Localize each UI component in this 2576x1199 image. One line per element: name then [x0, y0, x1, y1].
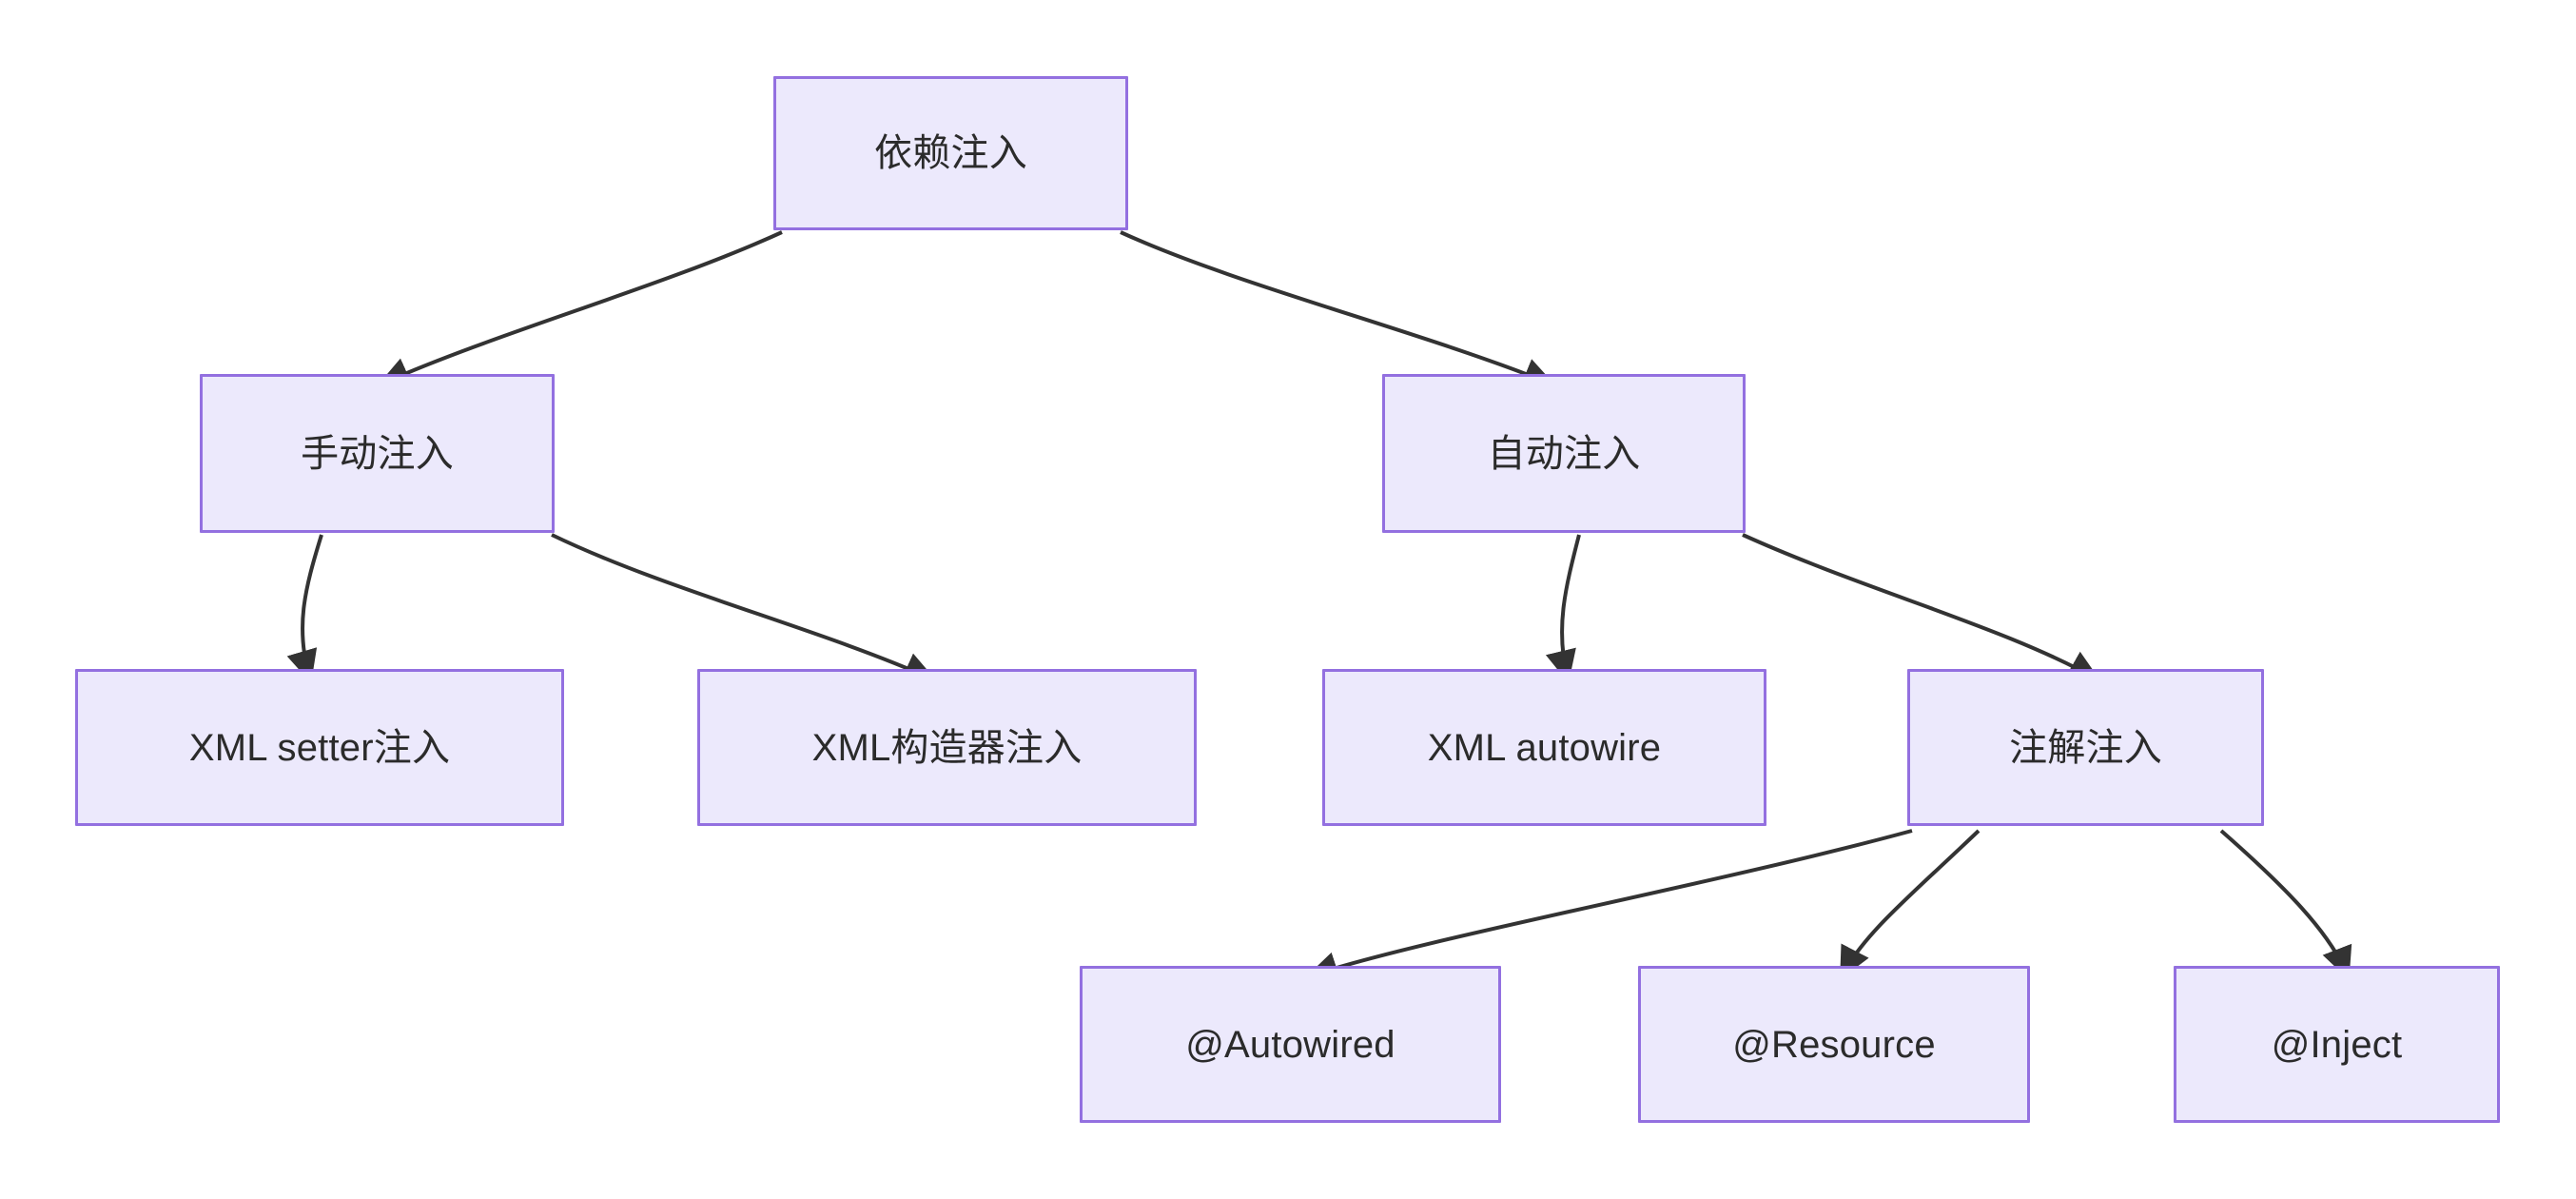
- flow-node-inject[interactable]: @Inject: [2174, 966, 2500, 1123]
- flow-edge-auto-to-annot: [1742, 533, 2101, 681]
- flow-node-label-xmlsetter: XML setter注入: [188, 726, 451, 769]
- flow-node-auto[interactable]: 自动注入: [1382, 374, 1746, 533]
- flow-edge-manual-to-xmlctor: [551, 533, 937, 682]
- flow-edge-annot-to-resource: [1840, 829, 1981, 980]
- flow-edge-auto-to-xmlauto: [1545, 534, 1581, 683]
- flow-node-label-autowired: @Autowired: [1185, 1023, 1395, 1066]
- flow-edge-annot-to-inject: [2219, 829, 2352, 980]
- flow-node-xmlsetter[interactable]: XML setter注入: [75, 669, 564, 826]
- flow-edge-di-to-auto: [1120, 230, 1556, 388]
- flow-node-autowired[interactable]: @Autowired: [1080, 966, 1501, 1123]
- flow-edge-annot-to-autowired: [1305, 829, 1913, 983]
- flow-node-label-manual: 手动注入: [301, 432, 454, 475]
- flow-node-label-xmlctor: XML构造器注入: [811, 726, 1083, 769]
- flow-edge-manual-to-xmlsetter: [286, 534, 323, 683]
- flow-node-label-inject: @Inject: [2271, 1023, 2403, 1066]
- flow-node-label-xmlauto: XML autowire: [1427, 726, 1662, 769]
- flow-node-manual[interactable]: 手动注入: [200, 374, 555, 533]
- flow-node-di[interactable]: 依赖注入: [773, 76, 1128, 230]
- flow-node-resource[interactable]: @Resource: [1638, 966, 2030, 1123]
- flow-node-xmlauto[interactable]: XML autowire: [1322, 669, 1766, 826]
- flow-edge-di-to-manual: [377, 230, 783, 387]
- flow-node-annot[interactable]: 注解注入: [1907, 669, 2264, 826]
- flow-node-label-auto: 自动注入: [1487, 432, 1641, 475]
- flow-node-xmlctor[interactable]: XML构造器注入: [697, 669, 1197, 826]
- flow-node-label-resource: @Resource: [1732, 1023, 1936, 1066]
- flow-node-label-di: 依赖注入: [874, 132, 1027, 174]
- edges-group: [286, 230, 2352, 983]
- flow-node-label-annot: 注解注入: [2009, 726, 2162, 769]
